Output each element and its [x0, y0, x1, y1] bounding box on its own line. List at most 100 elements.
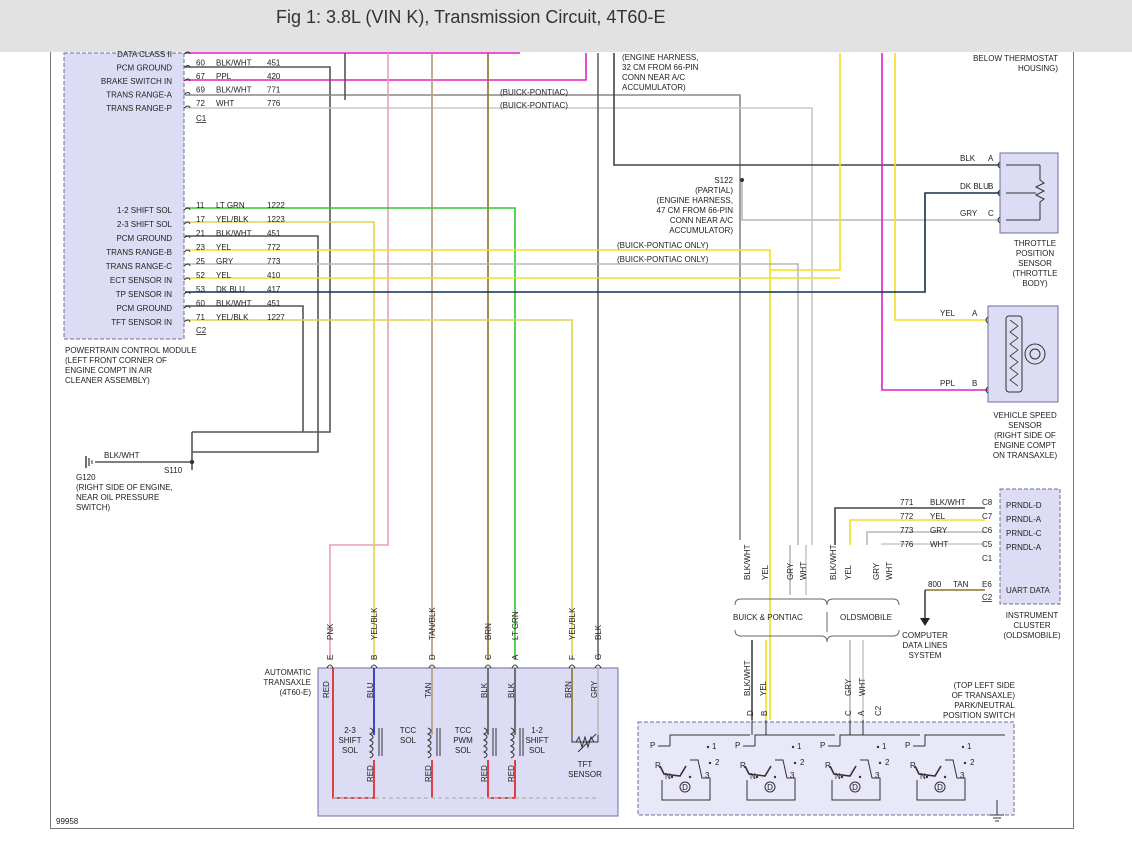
- wire-color: LT GRN: [511, 611, 520, 640]
- pin-letter: D: [428, 654, 437, 660]
- wire-gry-773: [185, 263, 799, 545]
- svg-text:BELOW THERMOSTAT: BELOW THERMOSTAT: [973, 54, 1058, 63]
- wire-color: YEL/BLK: [216, 313, 249, 322]
- svg-text:SOL: SOL: [400, 736, 417, 745]
- wire-color: WHT: [930, 540, 948, 549]
- pin-letter: C: [484, 654, 493, 660]
- wire-yel-772: [185, 249, 771, 720]
- wire-color: YEL: [930, 512, 946, 521]
- svg-text:INSTRUMENT: INSTRUMENT: [1006, 611, 1059, 620]
- internal-wire-color: GRY: [590, 680, 599, 698]
- pin-letter: B: [972, 379, 977, 388]
- wire-cluster-771: [834, 507, 985, 545]
- wire-color: BLK/WHT: [216, 59, 252, 68]
- pin-number: 53: [196, 285, 205, 294]
- pin-letter: F: [568, 655, 577, 660]
- pcm-caption: POWERTRAIN CONTROL MODULE (LEFT FRONT CO…: [65, 346, 197, 385]
- computer-data-lines: COMPUTER DATA LINES SYSTEM: [902, 618, 948, 660]
- cluster-uart-name: UART DATA: [1006, 586, 1051, 595]
- circuit-number: 771: [900, 498, 914, 507]
- wire-color: WHT: [216, 99, 234, 108]
- svg-text:D: D: [767, 783, 773, 792]
- wire-cluster-776: [881, 543, 985, 545]
- pin-name: PCM GROUND: [116, 304, 172, 313]
- circuit-number: 1222: [267, 201, 285, 210]
- wire-ppl-vss: [881, 53, 988, 391]
- internal-wire-color: TAN: [424, 682, 433, 698]
- pin-name: BRAKE SWITCH IN: [101, 77, 172, 86]
- wire-color: PPL: [216, 72, 232, 81]
- svg-text:SOL: SOL: [455, 746, 472, 755]
- pin-number: 67: [196, 72, 205, 81]
- wire-color-label: BLK/WHT: [743, 544, 752, 580]
- svg-text:1: 1: [797, 742, 802, 751]
- svg-text:P: P: [650, 741, 655, 750]
- svg-text:(THROTTLE: (THROTTLE: [1013, 269, 1058, 278]
- svg-text:SENSOR: SENSOR: [1018, 259, 1052, 268]
- svg-text:32 CM FROM 66-PIN: 32 CM FROM 66-PIN: [622, 63, 699, 72]
- pin-number: 17: [196, 215, 205, 224]
- circuit-number: 451: [267, 299, 281, 308]
- svg-text:D: D: [852, 783, 858, 792]
- wire-color: YEL: [216, 243, 232, 252]
- svg-text:N: N: [750, 772, 756, 781]
- note-engine-harness-32: (ENGINE HARNESS, 32 CM FROM 66-PIN CONN …: [622, 53, 699, 92]
- svg-text:(LEFT FRONT CORNER OF: (LEFT FRONT CORNER OF: [65, 356, 167, 365]
- svg-text:HOUSING): HOUSING): [1018, 64, 1058, 73]
- svg-text:1: 1: [712, 742, 717, 751]
- pin-name: DATA CLASS II: [117, 50, 172, 59]
- tft-thermistor: [571, 733, 599, 753]
- wire-color: YEL/BLK: [216, 215, 249, 224]
- svg-text:SOL: SOL: [342, 746, 359, 755]
- svg-text:CLEANER ASSEMBLY): CLEANER ASSEMBLY): [65, 376, 150, 385]
- pin-label: C8: [982, 498, 993, 507]
- circuit-number: 772: [900, 512, 914, 521]
- wire-lt-grn: [185, 207, 516, 660]
- pin-letter: A: [511, 654, 520, 660]
- ground-g120: BLK/WHT S110 G120 (RIGHT SIDE OF ENGINE,…: [76, 451, 195, 512]
- circuit-number: 776: [267, 99, 281, 108]
- wire-color: YEL/BLK: [370, 607, 379, 640]
- pin-label: C6: [982, 526, 993, 535]
- internal-wire-color: RED: [366, 765, 375, 782]
- pin-number: 23: [196, 243, 205, 252]
- pin-number: 72: [196, 99, 205, 108]
- circuit-number: 771: [267, 86, 281, 95]
- wire-color-label: BLK/WHT: [743, 660, 752, 696]
- svg-text:3: 3: [705, 771, 710, 780]
- svg-text:TCC: TCC: [455, 726, 472, 735]
- pcm-c2-label: C2: [196, 326, 207, 335]
- circuit-number: 1227: [267, 313, 285, 322]
- circuit-number: 1223: [267, 215, 285, 224]
- pin-name: TRANS RANGE-B: [106, 248, 172, 257]
- svg-text:(PARTIAL): (PARTIAL): [695, 186, 733, 195]
- wire-trans-range-p: [185, 107, 813, 545]
- note-below-thermostat: BELOW THERMOSTAT HOUSING): [973, 54, 1058, 73]
- wire-yel-blk-23: [185, 221, 375, 660]
- svg-text:2: 2: [715, 758, 720, 767]
- svg-text:R: R: [740, 761, 746, 770]
- variant-buick: BUICK & PONTIAC: [733, 613, 803, 622]
- pin-number: 21: [196, 229, 205, 238]
- cluster-uart-circuit: 800: [928, 580, 942, 589]
- pin-name: 1-2 SHIFT SOL: [117, 206, 173, 215]
- internal-wire-color: RED: [424, 765, 433, 782]
- pnp-pin-letter: D: [746, 710, 755, 716]
- svg-text:SENSOR: SENSOR: [568, 770, 602, 779]
- pin-name: ECT SENSOR IN: [110, 276, 172, 285]
- cluster-row: C1: [982, 554, 993, 563]
- coil-tcc-pwm: [482, 727, 497, 759]
